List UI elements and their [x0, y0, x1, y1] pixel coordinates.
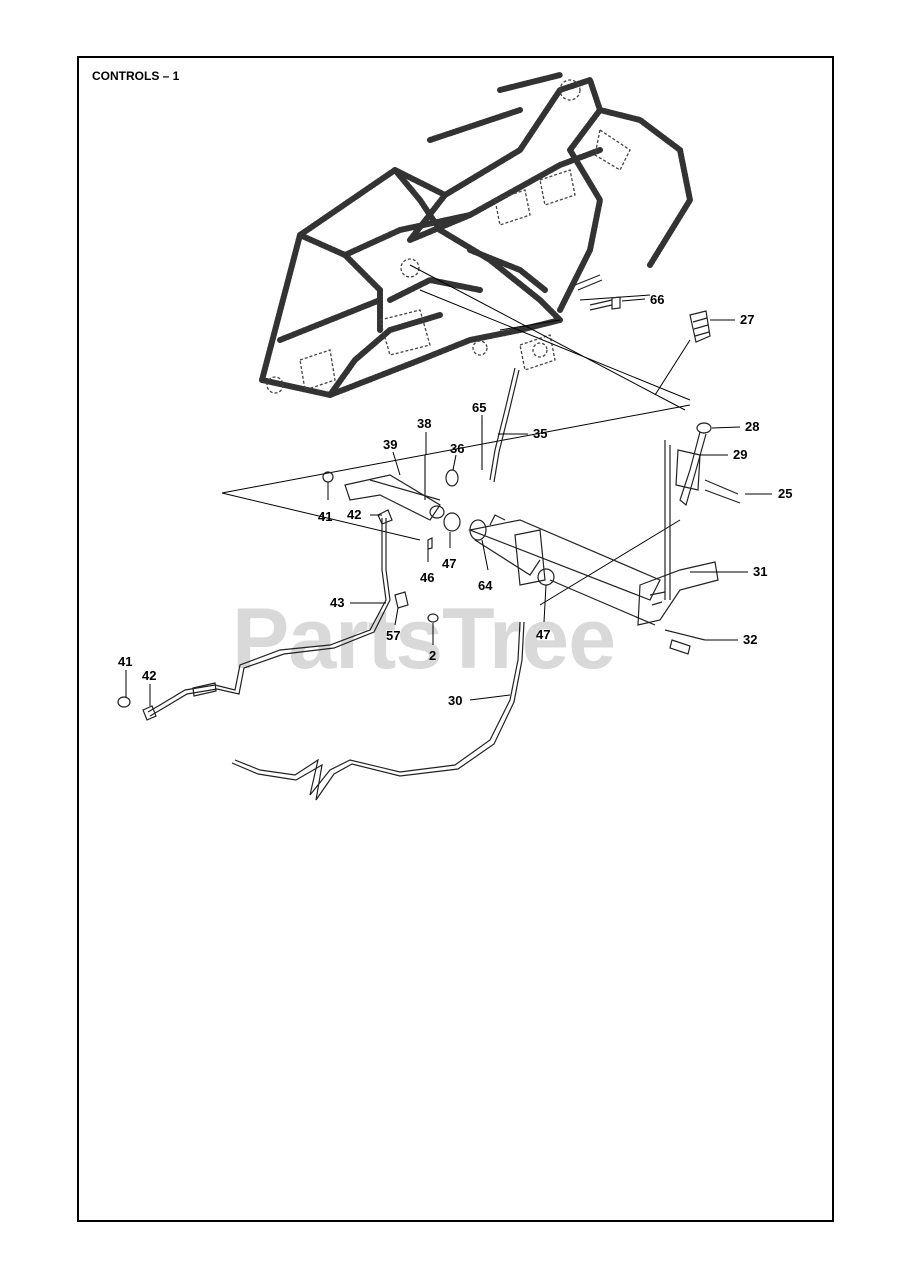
callout-label: 32 — [743, 632, 757, 647]
callout-label: 57 — [386, 628, 400, 643]
callout-label: 42 — [347, 507, 361, 522]
callout-label: 47 — [442, 556, 456, 571]
callout-label: 41 — [118, 654, 132, 669]
callout-label: 25 — [778, 486, 792, 501]
bracket — [637, 561, 719, 655]
bolt — [574, 274, 621, 311]
callout-label: 36 — [450, 441, 464, 456]
shaft-assembly — [322, 455, 459, 521]
cable-30 — [231, 621, 525, 801]
lever-assembly — [664, 422, 741, 600]
callout-label: 43 — [330, 595, 344, 610]
reference-lines — [221, 264, 691, 606]
callout-label: 2 — [429, 648, 436, 663]
callout-label: 64 — [478, 578, 493, 593]
callout-label: 39 — [383, 437, 397, 452]
callout-label: 42 — [142, 668, 156, 683]
callout-labels: 66 27 28 29 25 65 35 38 39 36 41 42 46 4… — [118, 292, 792, 708]
callout-label: 27 — [740, 312, 754, 327]
callout-label: 31 — [753, 564, 767, 579]
cable-35 — [481, 367, 520, 483]
cable-43 — [117, 509, 439, 721]
callout-label: 29 — [733, 447, 747, 462]
callout-label: 28 — [745, 419, 759, 434]
main-tube — [443, 512, 661, 626]
callout-label: 35 — [533, 426, 547, 441]
diagram-frame — [77, 56, 834, 1222]
leader-lines — [125, 298, 772, 706]
callout-label: 46 — [420, 570, 434, 585]
handle-grip — [689, 310, 711, 343]
page-title: CONTROLS – 1 — [92, 69, 180, 83]
callout-label: 47 — [536, 627, 550, 642]
callout-label: 65 — [472, 400, 486, 415]
callout-label: 38 — [417, 416, 431, 431]
callout-label: 41 — [318, 509, 332, 524]
watermark: PartsTree — [232, 591, 616, 687]
chassis-frame — [259, 72, 694, 399]
callout-label: 30 — [448, 693, 462, 708]
callout-label: 66 — [650, 292, 664, 307]
